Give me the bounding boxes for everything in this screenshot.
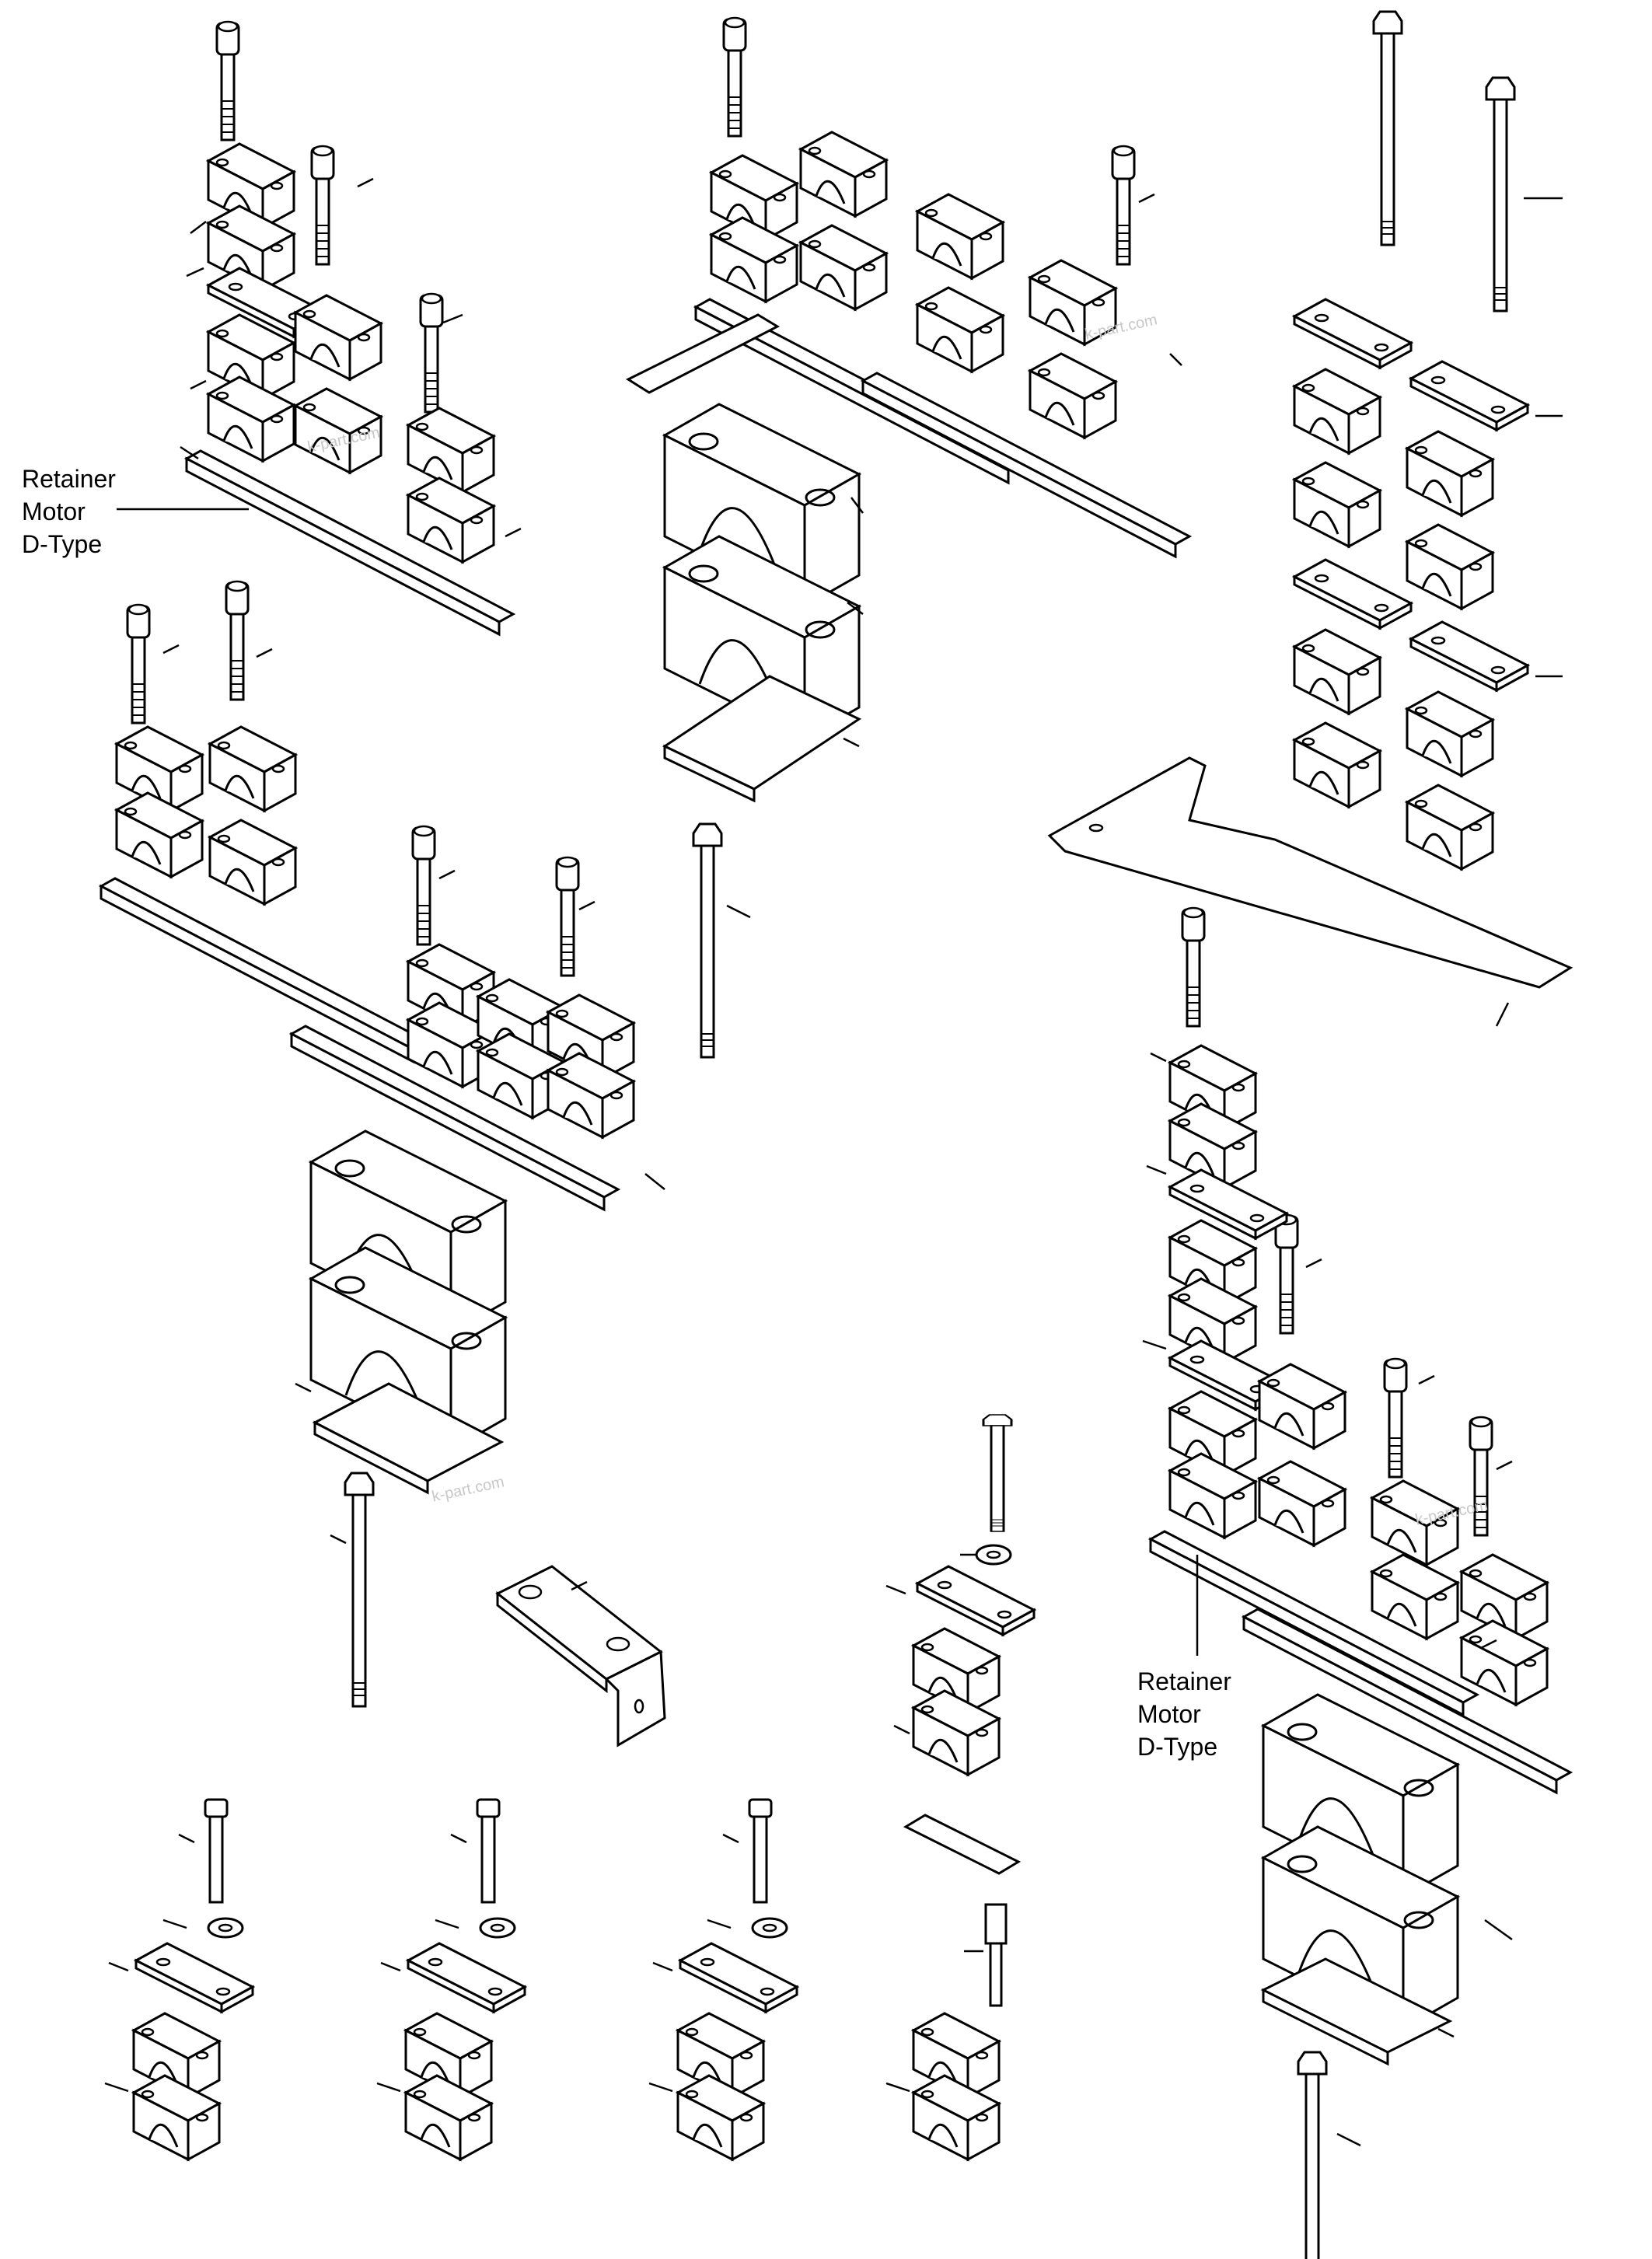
assembly-small-stack-center (885, 1413, 1036, 2161)
callout-label-top-left-line3: D-Type (22, 530, 103, 558)
assembly-top-left (117, 20, 522, 636)
assembly-angle-bracket (495, 1565, 666, 1747)
assembly-bottom-stack-1 (104, 1798, 254, 2161)
assembly-bottom-stack-3 (648, 1798, 798, 2161)
assembly-top-right (1047, 10, 1573, 1027)
assembly-middle-left (100, 580, 665, 1708)
assembly-bottom-right (1142, 906, 1572, 2259)
callout-label-top-left-line2: Motor (22, 498, 86, 525)
callout-label-top-left-line1: Retainer (22, 465, 116, 493)
callout-label-bottom-right-line1: Retainer (1137, 1667, 1231, 1695)
callout-label-bottom-right-line3: D-Type (1137, 1733, 1218, 1761)
assembly-top-center (625, 16, 1191, 1059)
callout-label-bottom-right-line2: Motor (1137, 1700, 1201, 1728)
assembly-bottom-stack-2 (376, 1798, 526, 2161)
